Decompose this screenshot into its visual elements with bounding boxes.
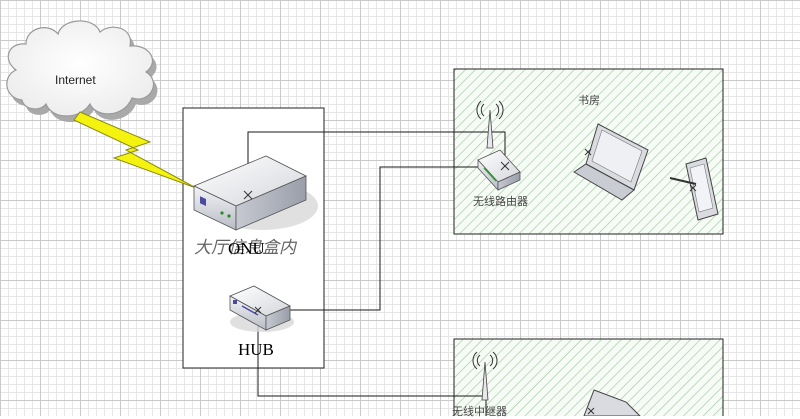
cable-hub-router: [258, 166, 480, 311]
cable-hub-repeater: [257, 310, 487, 416]
internet-label: Internet: [55, 73, 96, 87]
tablet-icon: [669, 157, 719, 221]
repeater-icon: [472, 351, 498, 401]
onu-device-icon: [193, 155, 318, 231]
study-room-label: 书房: [578, 94, 600, 107]
cloud-icon: [6, 20, 158, 122]
onu-label: ONU: [228, 239, 265, 258]
laptop-icon: [573, 123, 649, 201]
hub-label: HUB: [238, 340, 274, 359]
lightning-icon: [73, 111, 197, 189]
hall-note-label: 大厅信息盒内: [194, 238, 296, 258]
bottom-laptop-icon: [583, 389, 641, 416]
hub-device-icon: [229, 285, 294, 332]
wireless-router-label: 无线路由器: [473, 195, 528, 208]
wireless-repeater-label: 无线中继器: [452, 405, 507, 418]
router-icon: [476, 100, 521, 192]
